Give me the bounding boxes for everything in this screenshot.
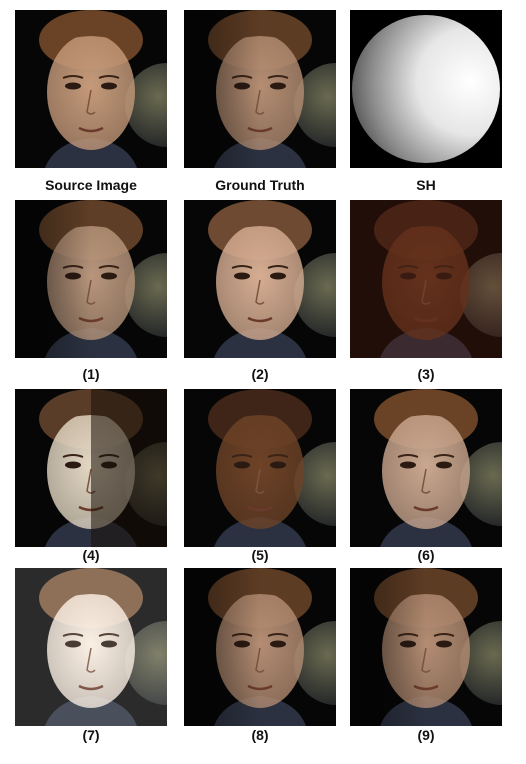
face-image — [15, 10, 167, 168]
panel-caption: (5) — [251, 547, 269, 563]
panel-caption: (8) — [251, 727, 269, 743]
face-image — [350, 389, 502, 547]
face-image — [184, 389, 336, 547]
panel-caption: (9) — [417, 727, 435, 743]
sh-sphere-image — [350, 10, 502, 168]
panel-caption: (3) — [417, 366, 435, 382]
face-image — [15, 389, 167, 547]
panel-caption: (2) — [251, 366, 269, 382]
face-image — [184, 568, 336, 726]
face-image — [15, 200, 167, 358]
panel-caption: Source Image — [45, 177, 137, 193]
face-image — [350, 200, 502, 358]
panel-caption: SH — [416, 177, 436, 193]
face-image — [350, 568, 502, 726]
panel-caption: (1) — [82, 366, 100, 382]
face-image — [15, 568, 167, 726]
panel-caption: (6) — [417, 547, 435, 563]
panel-caption: (4) — [82, 547, 100, 563]
face-image — [184, 10, 336, 168]
panel-caption: Ground Truth — [215, 177, 305, 193]
face-image — [184, 200, 336, 358]
panel-caption: (7) — [82, 727, 100, 743]
